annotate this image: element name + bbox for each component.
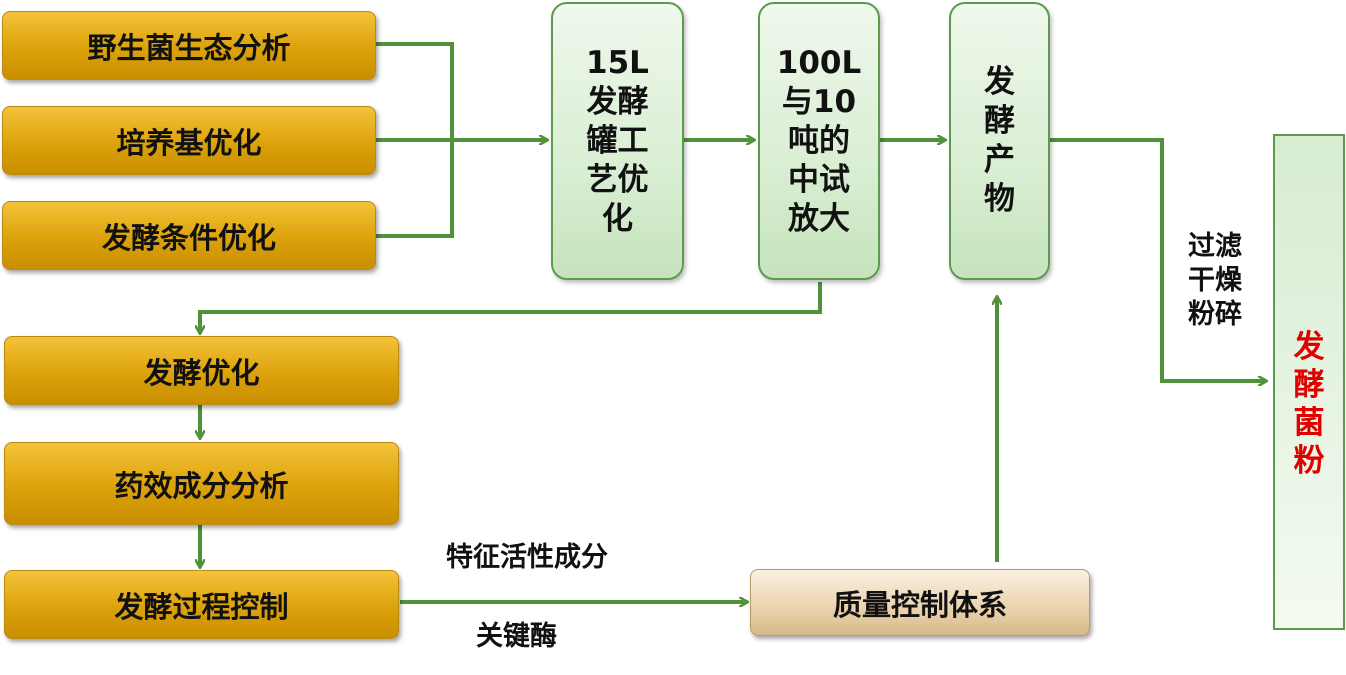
step-active-ingredient-analysis: 药效成分分析 [4, 442, 399, 525]
step-label: 15L 发酵 罐工 艺优 化 [586, 44, 649, 237]
step-condition-optimization: 发酵条件优化 [2, 201, 376, 270]
step-label: 质量控制体系 [832, 587, 1007, 622]
step-label: 发酵条件优化 [101, 220, 276, 255]
quality-control-system: 质量控制体系 [750, 569, 1090, 636]
step-fermentation-product: 发 酵 产 物 [949, 2, 1050, 280]
step-15l-tank: 15L 发酵 罐工 艺优 化 [551, 2, 684, 280]
step-label: 发酵过程控制 [114, 589, 289, 624]
step-label: 发 酵 产 物 [984, 64, 1015, 217]
step-fermentation-optimization: 发酵优化 [4, 336, 399, 405]
step-label: 培养基优化 [116, 125, 262, 160]
arrow-to-optimization [200, 282, 822, 333]
step-pilot-scaleup: 100L 与10 吨的 中试 放大 [758, 2, 880, 280]
arrow-to-powder [1050, 138, 1266, 381]
step-label: 野生菌生态分析 [87, 30, 291, 65]
label-key-enzymes: 关键酶 [476, 621, 557, 652]
product-label: 发 酵 菌 粉 [1293, 329, 1325, 479]
label-processing: 过滤 干燥 粉碎 [1188, 231, 1242, 330]
step-wild-strain-analysis: 野生菌生态分析 [2, 11, 376, 80]
step-medium-optimization: 培养基优化 [2, 106, 376, 175]
step-label: 发酵优化 [143, 355, 260, 390]
final-product: 发 酵 菌 粉 [1273, 134, 1345, 630]
step-process-control: 发酵过程控制 [4, 570, 399, 639]
step-label: 药效成分分析 [114, 468, 289, 503]
step-label: 100L 与10 吨的 中试 放大 [776, 44, 862, 237]
label-active-ingredients: 特征活性成分 [446, 542, 608, 573]
